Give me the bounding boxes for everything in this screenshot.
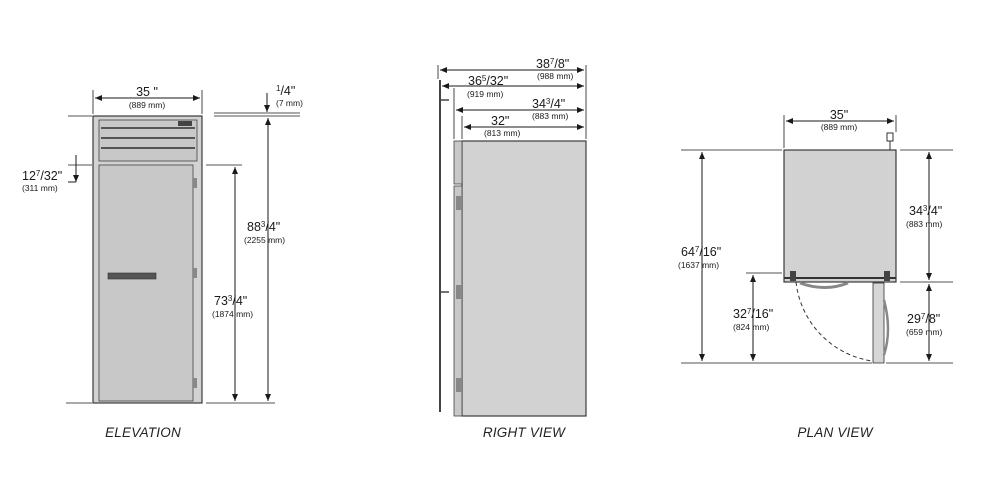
overall-height-inches: 883/4" (247, 220, 280, 234)
total-depth-mm: (1637 mm) (678, 260, 719, 270)
overall-depth-inches: 387/8" (536, 57, 569, 71)
width-inches: 35 " (136, 85, 158, 99)
depth-with-door-inches: 343/4" (532, 97, 565, 111)
door-handle (882, 299, 890, 356)
top-offset-mm: (7 mm) (276, 98, 303, 108)
depth-with-handle-inches: 365/32" (468, 74, 508, 88)
cabinet-depth-inches: 343/4" (909, 204, 942, 218)
door (98, 164, 194, 402)
control-panel (178, 121, 192, 126)
cord-icon (886, 132, 894, 142)
elevation-caption: ELEVATION (105, 425, 181, 440)
open-door (872, 282, 885, 364)
plan-width-inches: 35" (830, 108, 848, 122)
plan-view: 35" (889 mm) 647/16" (1637 mm) 327/16" (… (678, 108, 953, 440)
elevation-view: 35 " (889 mm) 1/4" (7 mm) 127/32" (311 m… (22, 84, 303, 440)
hinge (456, 285, 462, 299)
door-edge (453, 185, 463, 417)
depth-with-door-mm: (883 mm) (532, 111, 569, 121)
hinge (456, 378, 462, 392)
overall-depth-mm: (988 mm) (537, 71, 574, 81)
right-view-caption: RIGHT VIEW (483, 425, 566, 440)
cabinet-top (783, 149, 897, 283)
cabinet-depth-mm: (813 mm) (484, 128, 521, 138)
hinge (193, 378, 197, 388)
door-depth-inches: 327/16" (733, 307, 773, 321)
cabinet-side (461, 140, 587, 417)
hinge (456, 196, 462, 210)
door-handle (107, 272, 157, 280)
plan-view-caption: PLAN VIEW (797, 425, 873, 440)
door-height-inches: 733/4" (214, 294, 247, 308)
door-swing-arc (795, 281, 885, 363)
right-view: 387/8" (988 mm) 365/32" (919 mm) 343/4" … (437, 57, 587, 440)
plan-width-mm: (889 mm) (821, 122, 858, 132)
door-top-inches: 127/32" (22, 169, 62, 183)
hinge (193, 268, 197, 278)
top-grille-side (453, 140, 463, 185)
top-grille (98, 119, 198, 162)
top-offset-inches: 1/4" (276, 84, 295, 98)
overall-height-mm: (2255 mm) (244, 235, 285, 245)
hinge (884, 271, 890, 281)
door-panel-open (799, 281, 849, 289)
door-swing-mm: (659 mm) (906, 327, 943, 337)
cabinet-depth-inches: 32" (491, 114, 509, 128)
door-top-mm: (311 mm) (22, 183, 58, 193)
hinge (193, 178, 197, 188)
hinge (790, 271, 796, 281)
door-swing-inches: 297/8" (907, 312, 940, 326)
door-depth-mm: (824 mm) (733, 322, 770, 332)
cabinet-depth-mm: (883 mm) (906, 219, 943, 229)
door-height-mm: (1874 mm) (212, 309, 253, 319)
depth-with-handle-mm: (919 mm) (467, 89, 504, 99)
width-mm: (889 mm) (129, 100, 166, 110)
total-depth-inches: 647/16" (681, 245, 721, 259)
